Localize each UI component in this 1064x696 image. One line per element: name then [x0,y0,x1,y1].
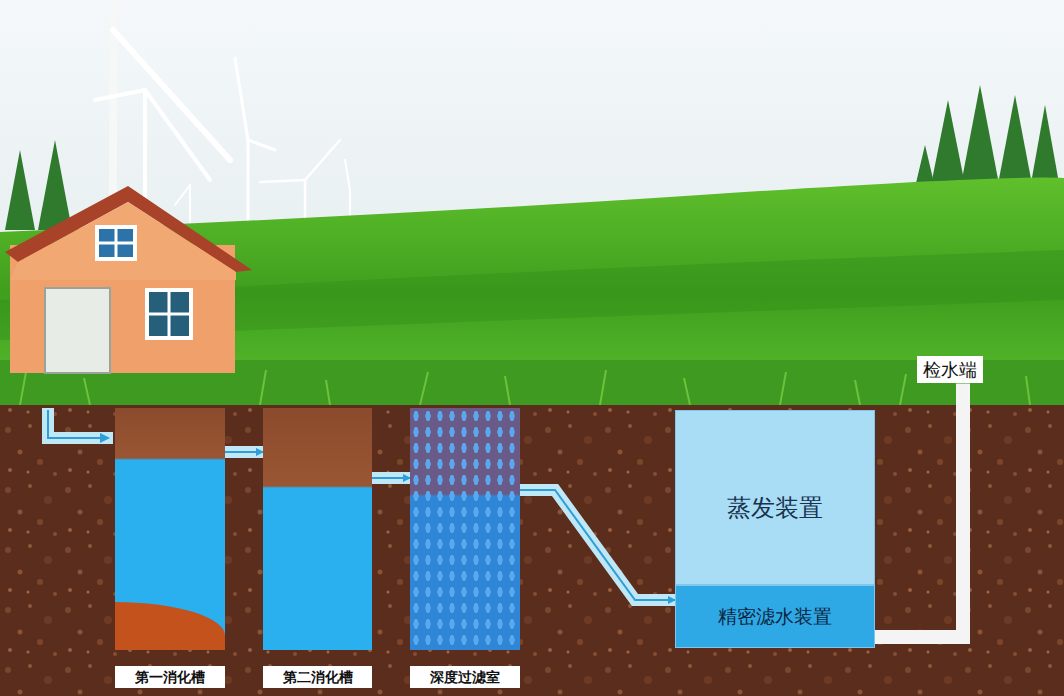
box-label: 蒸发装置 [727,493,823,524]
evaporator-box: 蒸发装置 [675,410,875,585]
fine-filter-box: 精密滤水装置 [675,585,875,648]
flow-pipe [520,490,675,600]
flow-pipe [225,452,263,453]
sludge-layer [115,602,225,650]
box-label: 精密滤水装置 [718,604,832,629]
box-label: 检水端 [923,358,977,381]
tank-caption: 第二消化槽 [263,666,372,688]
outlet-label: 检水端 [917,356,983,383]
tank-caption: 第一消化槽 [115,666,225,688]
filter-chamber: 深度过滤室 [410,408,520,650]
digestion-tank: 第二消化槽 [263,408,372,650]
flow-pipe [372,478,410,479]
outlet-pipe [875,383,963,637]
digestion-tank: 第一消化槽 [115,408,225,650]
tank-caption: 深度过滤室 [410,666,520,688]
